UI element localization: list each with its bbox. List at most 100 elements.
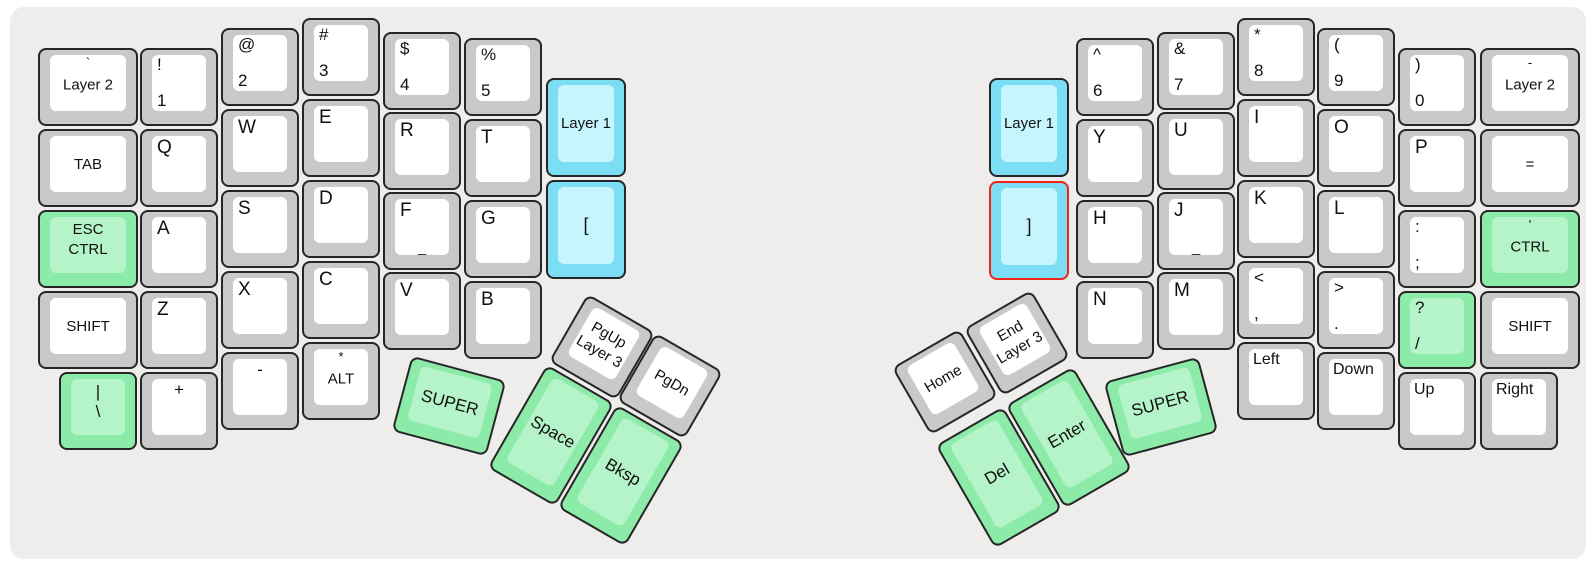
key-7[interactable]: &7 [1157,32,1235,110]
key-h[interactable]: H [1076,200,1154,278]
key-minus[interactable]: - [221,352,299,430]
key-z[interactable]: Z [140,291,218,369]
key-f-legend-line: F [400,200,412,221]
key-minus-layer2[interactable]: -Layer 2 [1480,48,1580,126]
key-8[interactable]: *8 [1237,18,1315,96]
key-v[interactable]: V [383,272,461,350]
key-tab[interactable]: TAB [38,129,138,207]
key-down-arrow[interactable]: Down [1317,352,1395,430]
key-shift-left[interactable]: SHIFT [38,291,138,369]
key-m[interactable]: M [1157,272,1235,350]
key-minus-layer2-cap: -Layer 2 [1492,55,1568,111]
key-e[interactable]: E [302,99,380,177]
key-t[interactable]: T [464,119,542,197]
key-r[interactable]: R [383,112,461,190]
key-4-legend-line: $ [400,39,410,58]
key-0[interactable]: )0 [1398,48,1476,126]
key-q[interactable]: Q [140,129,218,207]
key-period[interactable]: >. [1317,271,1395,349]
key-pgdn-legend: PgDn [635,345,710,420]
key-l-legend: L [1329,197,1383,253]
key-n[interactable]: N [1076,281,1154,359]
key-x[interactable]: X [221,271,299,349]
key-shift-right-legend: SHIFT [1492,298,1568,354]
key-g-cap: G [476,207,530,263]
key-c[interactable]: C [302,261,380,339]
key-up-arrow-legend-line: Up [1414,381,1435,398]
key-j[interactable]: _J [1157,192,1235,270]
key-i[interactable]: I [1237,99,1315,177]
key-super-right[interactable]: SUPER [1103,356,1219,458]
key-equals[interactable]: = [1480,129,1580,207]
key-right-arrow[interactable]: Right [1480,372,1558,450]
key-star-alt-legend: *ALT [314,349,368,405]
key-9[interactable]: (9 [1317,28,1395,106]
key-j-legend: J [1169,199,1223,255]
key-question-slash[interactable]: ?/ [1398,291,1476,369]
key-k[interactable]: K [1237,180,1315,258]
key-w[interactable]: W [221,109,299,187]
key-j-homing-bar: _ [1191,239,1201,256]
key-6-cap: ^6 [1088,45,1142,101]
key-down-arrow-legend: Down [1329,359,1383,415]
key-comma-cap: <, [1249,268,1303,324]
key-b[interactable]: B [464,281,542,359]
key-2[interactable]: @2 [221,28,299,106]
key-d[interactable]: D [302,180,380,258]
key-quote-ctrl[interactable]: 'CTRL [1480,210,1580,288]
key-rbracket-legend-line: ] [1026,216,1032,236]
key-1[interactable]: !1 [140,48,218,126]
key-v-legend-line: V [400,280,413,301]
key-layer1-left[interactable]: Layer 1 [546,78,626,177]
key-grave-layer2[interactable]: `Layer 2 [38,48,138,126]
key-0-cap: )0 [1410,55,1464,111]
key-p[interactable]: P [1398,129,1476,207]
key-shift-left-legend: SHIFT [50,298,126,354]
key-minus-layer2-mainlegend: Layer 2 [1504,76,1556,94]
key-up-arrow[interactable]: Up [1398,372,1476,450]
key-5[interactable]: %5 [464,38,542,116]
key-super-left[interactable]: SUPER [391,355,507,457]
key-4[interactable]: $4 [383,32,461,110]
key-3[interactable]: #3 [302,18,380,96]
key-shift-left-cap: SHIFT [50,298,126,354]
key-r-legend: R [395,119,449,175]
key-down-arrow-cap: Down [1329,359,1383,415]
key-pipe-backslash[interactable]: |\ [59,372,137,450]
key-rbracket[interactable]: ] [989,181,1069,280]
key-3-legend-line: 3 [319,61,329,80]
key-star-alt[interactable]: *ALT [302,342,380,420]
key-n-cap: N [1088,288,1142,344]
key-comma[interactable]: <, [1237,261,1315,339]
key-down-arrow-legend-line: Down [1333,361,1374,378]
key-g-legend-line: G [481,208,496,229]
key-shift-left-legend-line: SHIFT [66,317,110,335]
key-d-legend: D [314,187,368,243]
key-quote-ctrl-cap: 'CTRL [1492,217,1568,273]
key-layer1-left-legend-line: Layer 1 [560,115,612,132]
key-plus[interactable]: + [140,372,218,450]
key-left-arrow[interactable]: Left [1237,342,1315,420]
key-colon-semicolon[interactable]: :; [1398,210,1476,288]
key-quote-ctrl-sublegend: ' [1528,217,1532,232]
key-q-legend: Q [152,136,206,192]
key-f[interactable]: _F [383,192,461,270]
key-g[interactable]: G [464,200,542,278]
key-s[interactable]: S [221,190,299,268]
key-1-legend-line: 1 [157,91,167,110]
key-a[interactable]: A [140,210,218,288]
key-i-legend: I [1249,106,1303,162]
key-question-slash-legend-line: / [1415,334,1420,353]
key-6[interactable]: ^6 [1076,38,1154,116]
key-u[interactable]: U [1157,112,1235,190]
key-layer1-right[interactable]: Layer 1 [989,78,1069,177]
key-lbracket-cap: [ [558,187,614,264]
key-l[interactable]: L [1317,190,1395,268]
key-lbracket[interactable]: [ [546,180,626,279]
key-2-cap: @2 [233,35,287,91]
key-y[interactable]: Y [1076,119,1154,197]
key-o[interactable]: O [1317,109,1395,187]
key-shift-right[interactable]: SHIFT [1480,291,1580,369]
